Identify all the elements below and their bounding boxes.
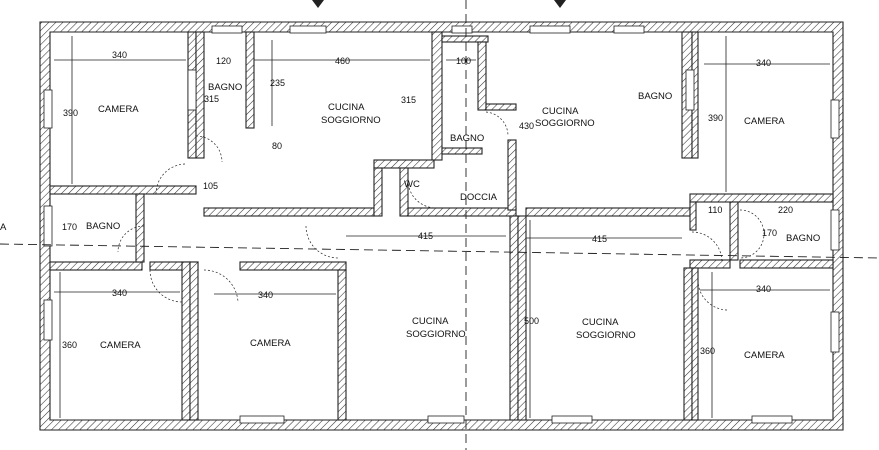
dimension-lines [54, 36, 830, 418]
dim-415-l: 415 [418, 231, 433, 241]
dim-235: 235 [270, 78, 285, 88]
room-wc: WC [404, 179, 420, 190]
room-cucina-1-line2: SOGGIORNO [321, 115, 381, 126]
room-cucina-3-line1: CUCINA [412, 316, 449, 327]
windows [43, 25, 840, 424]
dim-460: 460 [335, 56, 350, 66]
dim-315-b: 315 [401, 95, 416, 105]
room-cucina-1-line1: CUCINA [328, 102, 365, 113]
dim-315-a: 315 [204, 94, 219, 104]
room-labels: CAMERA BAGNO CUCINA SOGGIORNO BAGNO WC D… [86, 82, 820, 361]
room-bagno-right: BAGNO [786, 233, 820, 244]
room-bagno-center: BAGNO [450, 133, 484, 144]
dim-80: 80 [272, 141, 282, 151]
room-camera-bottom-left: CAMERA [100, 340, 141, 351]
room-cucina-4-line1: CUCINA [582, 317, 619, 328]
room-cucina-3-line2: SOGGIORNO [406, 329, 466, 340]
room-camera-top-left: CAMERA [98, 104, 139, 115]
room-bagno-top-right: BAGNO [638, 91, 672, 102]
dim-340-tl: 340 [112, 50, 127, 60]
dim-105: 105 [203, 181, 218, 191]
outer-walls [39, 21, 844, 431]
room-cucina-2-line1: CUCINA [542, 106, 579, 117]
dim-390-tr: 390 [708, 113, 723, 123]
dim-100: 100 [456, 56, 471, 66]
dim-120: 120 [216, 56, 231, 66]
dim-430: 430 [519, 121, 534, 131]
room-camera-bottom-right: CAMERA [744, 350, 785, 361]
dim-220: 220 [778, 205, 793, 215]
room-cucina-4-line2: SOGGIORNO [576, 330, 636, 341]
room-camera-bottom-middle: CAMERA [250, 338, 291, 349]
svg-text:A: A [0, 222, 7, 233]
room-camera-top-right: CAMERA [744, 116, 785, 127]
dim-170-l: 170 [62, 222, 77, 232]
room-doccia: DOCCIA [460, 192, 498, 203]
dim-415-r: 415 [592, 234, 607, 244]
dim-360-bl: 360 [62, 340, 77, 350]
dimension-labels: 340 390 120 315 460 235 80 105 315 100 4… [62, 50, 793, 356]
room-bagno-left: BAGNO [86, 221, 120, 232]
room-bagno-top-left: BAGNO [208, 82, 242, 93]
dim-110: 110 [708, 205, 722, 215]
dim-340-bl: 340 [112, 288, 127, 298]
dim-340-tr: 340 [756, 58, 771, 68]
dim-360-br: 360 [700, 346, 715, 356]
dim-500: 500 [524, 316, 539, 326]
dim-340-br: 340 [756, 284, 771, 294]
dim-170-r: 170 [762, 228, 777, 238]
room-cucina-2-line2: SOGGIORNO [535, 118, 595, 129]
interior-walls [49, 31, 834, 421]
dim-340-bm: 340 [258, 290, 273, 300]
dim-390-tl: 390 [63, 108, 78, 118]
